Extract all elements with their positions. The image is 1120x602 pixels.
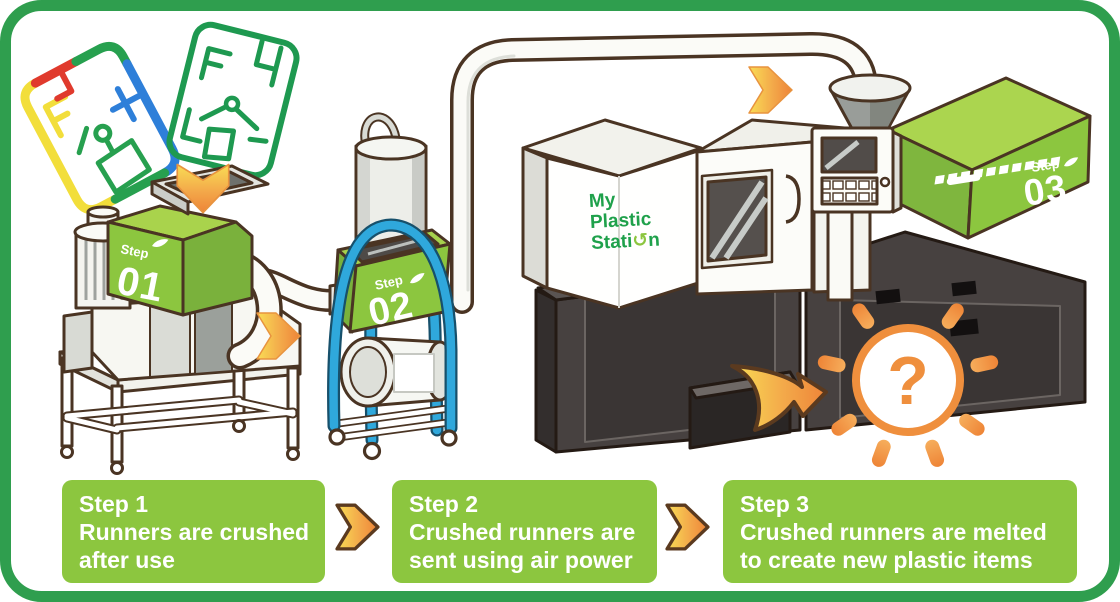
step2-word: Step (373, 272, 404, 293)
cart-handle-front (327, 218, 458, 435)
brand-text: My Plastic Stati↺n (588, 190, 661, 254)
injection-molding-machine: My Plastic Stati↺n S (521, 73, 1092, 454)
caption-box (62, 480, 325, 583)
caption-box (723, 480, 1077, 583)
step3-word: Step (1030, 156, 1060, 175)
conveyor-cart (330, 404, 456, 442)
crusher-machine: Step 01 (58, 164, 302, 475)
caption-line: to create new plastic items (740, 547, 1033, 573)
cover-stripes (934, 156, 1061, 186)
caption-title: Step 1 (79, 491, 148, 517)
caption-box (392, 480, 657, 583)
caption-line: sent using air power (409, 547, 633, 573)
plastic-runners (20, 21, 300, 215)
question-sun-icon: ? (817, 303, 999, 467)
control-panel (810, 126, 903, 302)
crusher-side-box (62, 310, 94, 374)
brand-cube (521, 118, 703, 310)
question-mark: ? (887, 343, 929, 419)
caption-line: after use (79, 547, 175, 573)
conveyor-blower (339, 336, 455, 408)
green-runner-icon (166, 21, 300, 179)
caption-step-3: Step 3 Crushed runners are melted to cre… (723, 480, 1077, 583)
table-rails (62, 395, 298, 435)
table-casters (60, 419, 300, 475)
caption-line: Crushed runners are (409, 519, 635, 545)
output-curved-arrow-icon (730, 364, 828, 432)
step1-word: Step (119, 241, 150, 261)
caption-title: Step 2 (409, 491, 478, 517)
step1-number: 01 (113, 259, 167, 311)
caption-step-1: Step 1 Runners are crushed after use (62, 480, 325, 583)
brand-line2: Plastic (590, 209, 653, 233)
sun-circle (852, 324, 964, 436)
recycle-icon: ↺ (632, 230, 649, 252)
step2-number: 02 (365, 284, 418, 335)
caption-step-2: Step 2 Crushed runners are sent using ai… (392, 480, 657, 583)
cart-casters (328, 428, 458, 461)
door-handle (785, 174, 801, 224)
pipe-conveyor-to-funnel (450, 32, 878, 314)
brand-line3: Stati↺n (591, 229, 661, 254)
sun-rays (817, 303, 999, 467)
step3-machine-cover (882, 76, 1092, 240)
caption-title: Step 3 (740, 491, 809, 517)
step1-machine-badge (106, 204, 254, 317)
brand-line1: My (588, 190, 616, 212)
caption-line: Runners are crushed (79, 519, 309, 545)
step3-number: 03 (1021, 167, 1070, 214)
caption-line: Crushed runners are melted (740, 519, 1047, 545)
air-conveyor-machine: Step 02 (327, 112, 458, 461)
